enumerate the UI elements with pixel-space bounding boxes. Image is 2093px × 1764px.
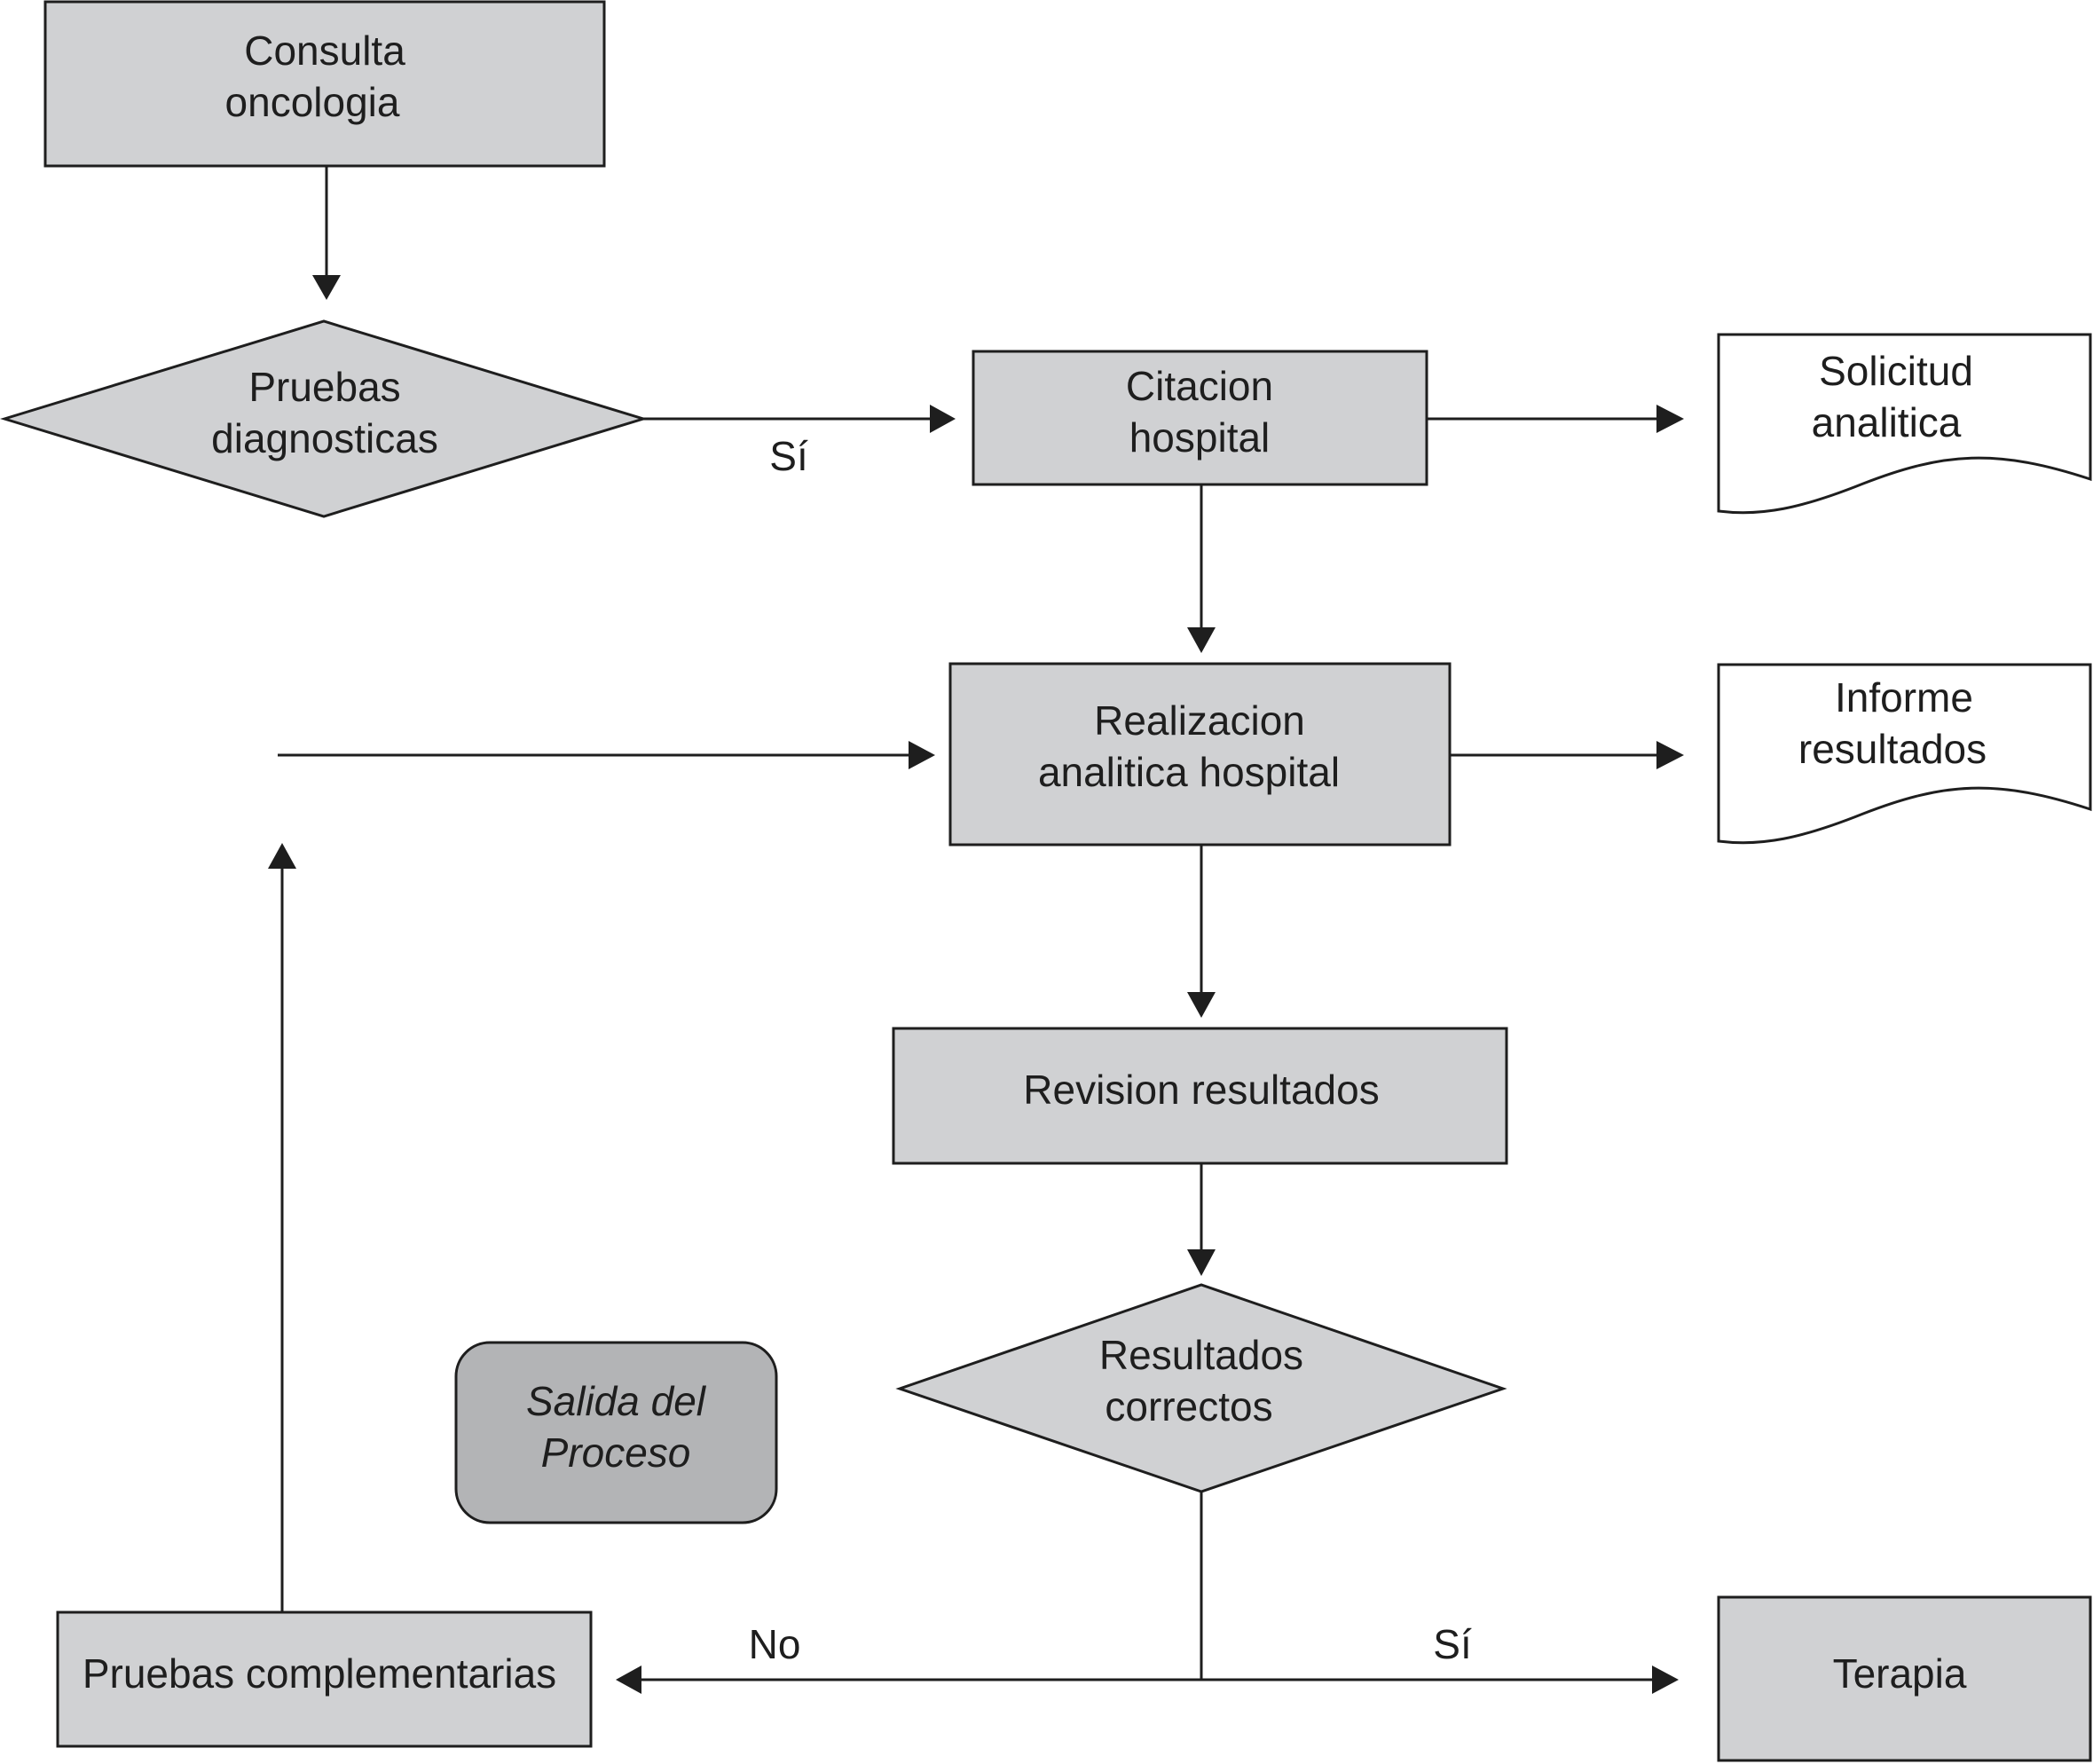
citacion-line2: hospital (1129, 414, 1271, 461)
arrowhead-realizacion-to-revision (1187, 992, 1216, 1018)
arrowhead-revision-to-resultados (1187, 1249, 1216, 1276)
pruebas-diag-line1: Pruebas (248, 364, 400, 410)
salida-line1: Salida del (526, 1378, 707, 1424)
node-solicitud-analitica: Solicitud analitica (1717, 333, 2092, 515)
arrowhead-realizacion-to-informe (1656, 741, 1684, 769)
resultados-line2: correctos (1105, 1383, 1272, 1429)
edges (268, 166, 1684, 1694)
node-salida-del-proceso: Salida del Proceso (454, 1341, 778, 1524)
arrowhead-consulta-to-pruebas (312, 275, 341, 300)
node-resultados-correctos: Resultados correctos (895, 1283, 1507, 1493)
arrowhead-no-branch (616, 1666, 641, 1694)
realizacion-line2: analitica hospital (1038, 749, 1340, 795)
edge-labels: Sí No Sí (749, 433, 1472, 1667)
node-realizacion-analitica: Realizacion analitica hospital (948, 662, 1452, 847)
arrowhead-complementarias-up (268, 843, 296, 869)
node-citacion-hospital: Citacion hospital (972, 350, 1428, 486)
arrowhead-si-branch (1652, 1666, 1679, 1694)
pruebas-comp-line1: Pruebas complementarias (83, 1650, 556, 1697)
node-terapia: Terapia (1717, 1595, 2092, 1762)
consulta-line1: Consulta (244, 28, 405, 74)
pruebas-diag-line2: diagnosticas (211, 415, 438, 461)
informe-line1: Informe (1835, 674, 1973, 721)
edge-label-no: No (749, 1621, 801, 1667)
arrowhead-pruebas-to-citacion (930, 405, 956, 433)
solicitud-line2: analitica (1812, 399, 1962, 445)
edge-label-si-top: Sí (769, 433, 808, 479)
solicitud-line1: Solicitud (1819, 348, 1973, 394)
realizacion-line1: Realizacion (1094, 697, 1305, 744)
arrowhead-citacion-to-solicitud (1656, 405, 1684, 433)
node-consulta-oncologia: Consulta oncologia (43, 0, 606, 168)
arrowhead-citacion-to-realizacion (1187, 627, 1216, 653)
revision-line1: Revision resultados (1023, 1067, 1379, 1113)
node-pruebas-diagnosticas: Pruebas diagnosticas (0, 319, 649, 518)
consulta-line2: oncologia (225, 79, 400, 125)
salida-line2: Proceso (541, 1429, 691, 1476)
arrowhead-loop-to-realizacion (909, 741, 935, 769)
citacion-line1: Citacion (1126, 363, 1273, 409)
node-informe-resultados: Informe resultados (1717, 663, 2092, 845)
resultados-line1: Resultados (1099, 1332, 1303, 1378)
node-pruebas-complementarias: Pruebas complementarias (56, 1610, 593, 1748)
node-revision-resultados: Revision resultados (892, 1027, 1508, 1165)
informe-line2: resultados (1798, 726, 1987, 772)
edge-label-si-bottom: Sí (1433, 1621, 1472, 1667)
terapia-line1: Terapia (1833, 1650, 1967, 1697)
